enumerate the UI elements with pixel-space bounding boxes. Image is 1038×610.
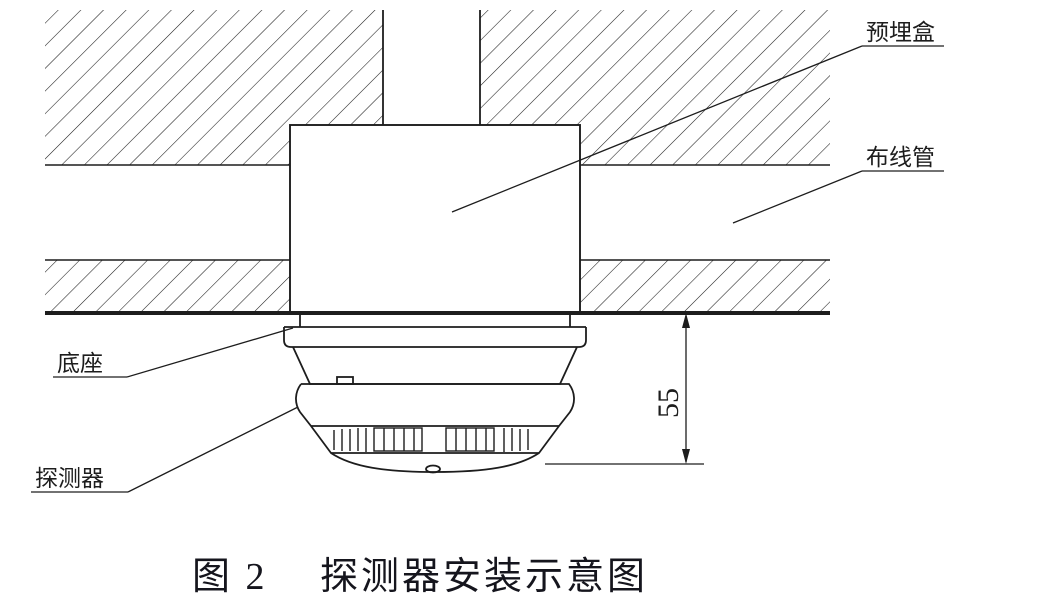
dimension-arrow-up bbox=[682, 313, 690, 328]
label-base: 底座 bbox=[57, 351, 103, 376]
label-wiring-conduit: 布线管 bbox=[866, 145, 935, 170]
detector-indicator bbox=[425, 464, 441, 474]
detector-base bbox=[283, 313, 587, 385]
slab-hatch-top-right bbox=[480, 10, 830, 165]
ceiling-slab-section bbox=[45, 10, 830, 311]
embedded-box bbox=[289, 124, 581, 314]
label-embedded-box: 预埋盒 bbox=[866, 20, 935, 45]
slab-hatch-lower-left bbox=[45, 260, 290, 311]
slab-boundary-lines bbox=[45, 164, 830, 261]
dimension-55: 55 bbox=[545, 313, 704, 465]
leader-lines bbox=[31, 45, 944, 493]
leader-embedded-box bbox=[451, 45, 944, 213]
slab-hatch-top-left bbox=[45, 10, 383, 165]
dimension-arrow-down bbox=[682, 449, 690, 464]
figure-caption: 图 2 探测器安装示意图 bbox=[192, 556, 648, 598]
slab-hatch-lower-right bbox=[580, 260, 830, 311]
leader-base bbox=[53, 327, 294, 378]
leader-wiring-conduit bbox=[732, 170, 944, 224]
caption-figure-number: 图 2 bbox=[192, 556, 268, 598]
dimension-value: 55 bbox=[652, 388, 685, 418]
caption-title: 探测器安装示意图 bbox=[320, 556, 648, 598]
detector-clip-mark bbox=[336, 376, 354, 385]
leader-detector bbox=[31, 406, 299, 493]
label-detector: 探测器 bbox=[35, 466, 104, 491]
vertical-conduit bbox=[382, 10, 481, 125]
detector-vent-grille bbox=[333, 427, 529, 452]
detector-body bbox=[295, 376, 575, 474]
